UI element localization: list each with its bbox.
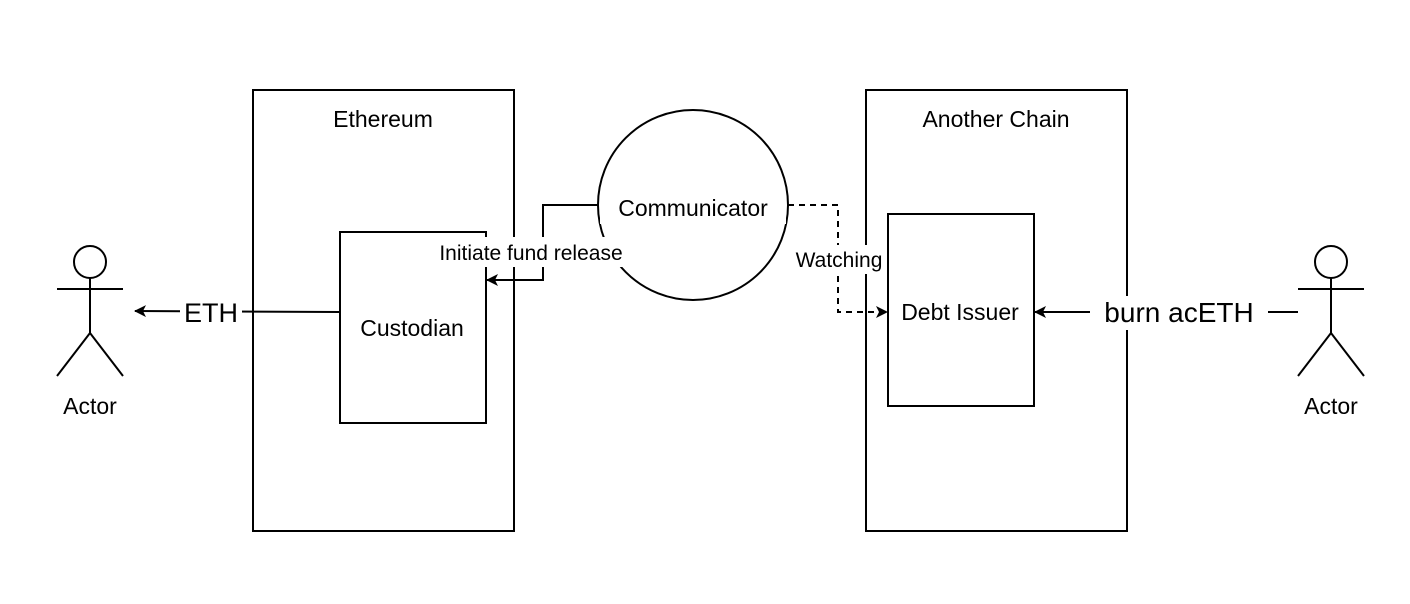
watching-label: Watching [796, 249, 883, 272]
left-actor-label: Actor [63, 393, 117, 419]
watching-edge[interactable]: Watching [788, 204, 888, 318]
left-actor-icon [56, 245, 124, 377]
right-actor-label: Actor [1304, 393, 1358, 419]
custodian-label: Custodian [360, 315, 464, 341]
eth-label: ETH [184, 298, 238, 328]
burn-aceth-label: burn acETH [1104, 297, 1253, 328]
eth-edge[interactable]: ETH [134, 297, 340, 329]
communicator-label-bg [600, 192, 786, 224]
debt-issuer-node[interactable]: Debt Issuer [887, 213, 1035, 407]
ethereum-chain-title: Ethereum [333, 106, 433, 132]
communicator-label: Communicator [618, 195, 768, 221]
right-actor[interactable]: Actor [1297, 245, 1365, 419]
right-actor-icon [1297, 245, 1365, 377]
initiate-fund-release-label: Initiate fund release [439, 242, 622, 265]
initiate-fund-release-edge[interactable]: Initiate fund release [425, 204, 637, 286]
debt-issuer-label: Debt Issuer [901, 299, 1019, 325]
another-chain-title: Another Chain [922, 106, 1069, 132]
left-actor[interactable]: Actor [56, 245, 124, 419]
burn-aceth-edge[interactable]: burn acETH [1034, 296, 1298, 330]
